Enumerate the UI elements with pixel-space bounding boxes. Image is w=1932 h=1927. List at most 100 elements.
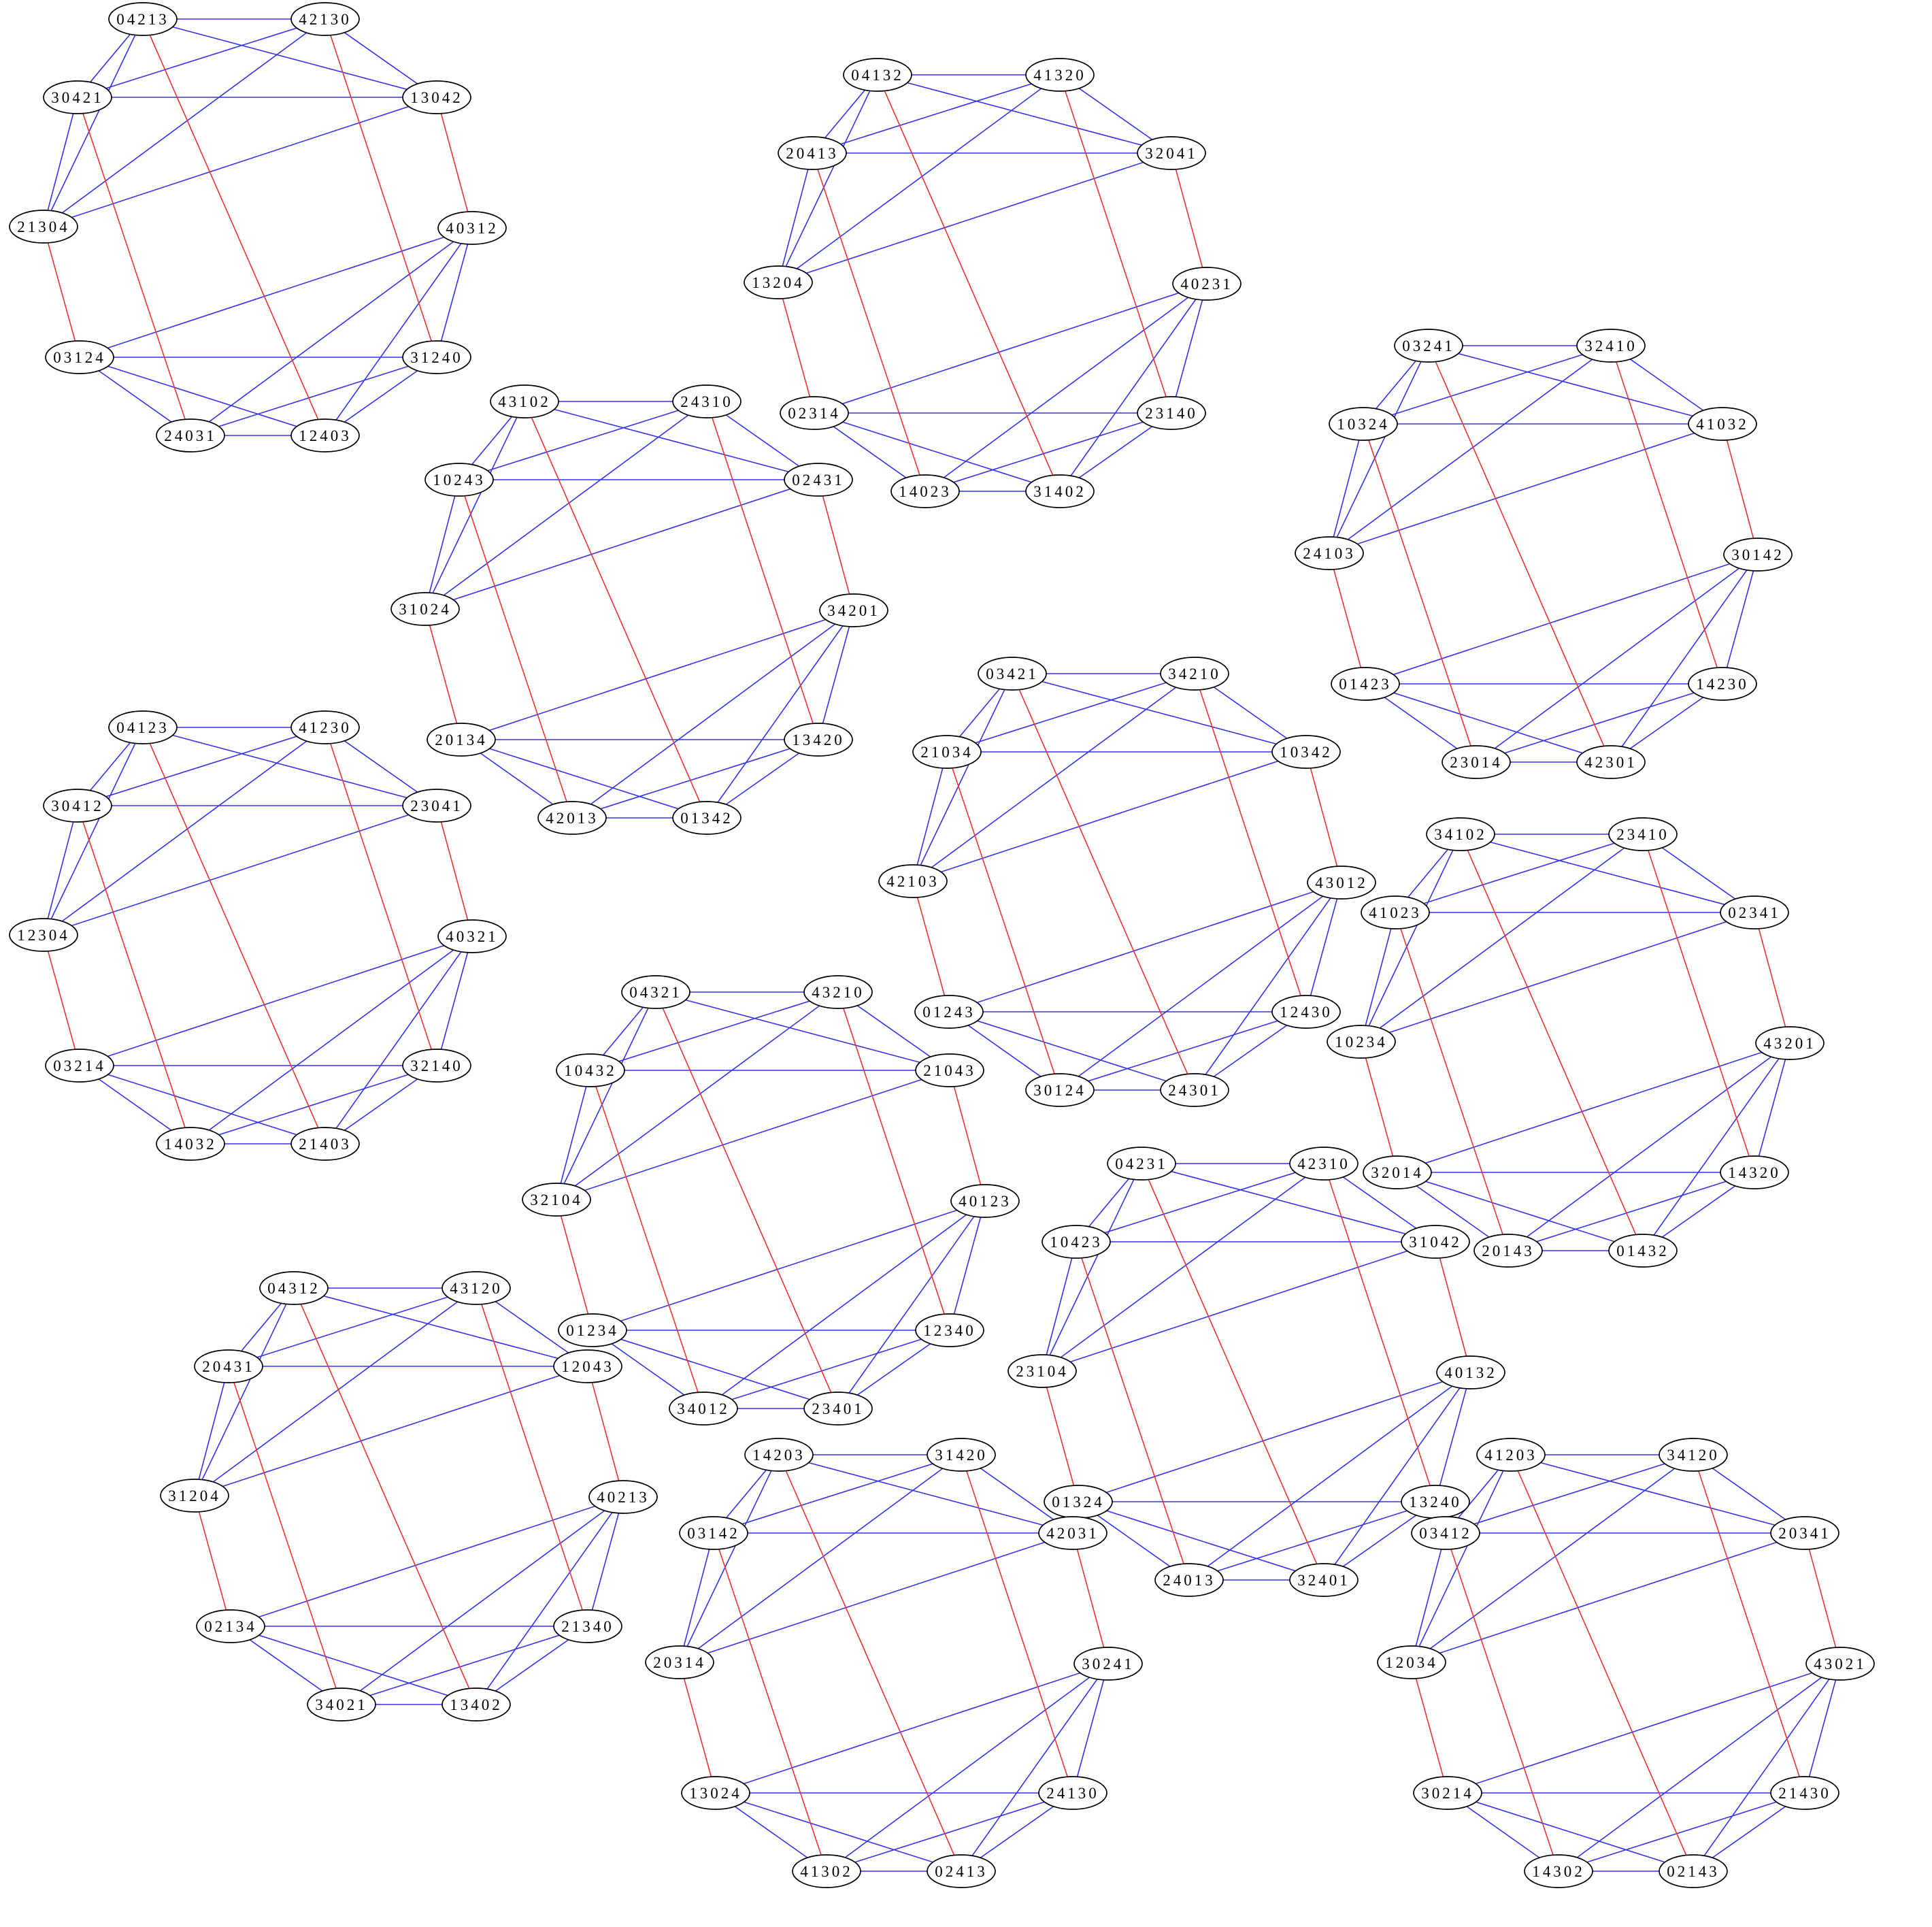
node-label: 04123 [116, 719, 169, 736]
red-edge [1072, 1532, 1109, 1664]
graph-node: 43102 [490, 384, 559, 418]
graph-node: 10423 [1042, 1225, 1111, 1259]
node-ellipse [1160, 657, 1229, 691]
node-ellipse [437, 919, 507, 953]
node-label: 04321 [629, 984, 682, 1001]
node-ellipse [307, 1687, 376, 1722]
node-label: 03421 [986, 665, 1039, 682]
node-ellipse [681, 1776, 750, 1810]
node-label: 10423 [1050, 1234, 1103, 1251]
red-edge [912, 880, 950, 1012]
blue-edge [1042, 1163, 1142, 1372]
graph-node: 04123 [108, 710, 178, 744]
node-label: 32014 [1371, 1164, 1424, 1181]
blue-edge [826, 1663, 1109, 1872]
node-label: 02413 [935, 1863, 988, 1880]
node-label: 14023 [899, 483, 952, 500]
node-label: 34120 [1667, 1447, 1720, 1464]
node-label: 20134 [435, 731, 488, 748]
node-ellipse [1659, 1438, 1728, 1472]
graph-node: 40123 [950, 1184, 1020, 1218]
red-edge [949, 1070, 986, 1202]
node-ellipse [1608, 1234, 1678, 1268]
graph-node: 24130 [1038, 1776, 1107, 1810]
node-ellipse [1172, 267, 1242, 301]
graph-node: 40321 [437, 919, 507, 953]
node-ellipse [1271, 735, 1341, 769]
graph-node: 03142 [679, 1516, 748, 1550]
blue-edge [556, 1070, 591, 1200]
node-ellipse [1073, 1647, 1143, 1681]
blue-edge [1361, 912, 1755, 1042]
red-edge [43, 934, 80, 1066]
blue-edge [592, 1200, 986, 1331]
node-label: 04132 [851, 67, 904, 84]
graph-node: 20143 [1473, 1234, 1543, 1268]
node-ellipse [1473, 1234, 1543, 1268]
graph-node: 42301 [1576, 745, 1646, 779]
graph-node: 01324 [1044, 1485, 1113, 1519]
node-label: 20413 [786, 145, 839, 162]
graph-node: 43012 [1307, 866, 1376, 900]
blue-edge [814, 283, 1208, 414]
blue-edge [324, 227, 473, 436]
blue-edge [1361, 834, 1644, 1042]
node-label: 41023 [1369, 904, 1422, 921]
node-label: 01423 [1339, 676, 1392, 693]
node-ellipse [1411, 1516, 1480, 1550]
node-label: 01234 [566, 1322, 619, 1339]
node-label: 04213 [116, 11, 169, 28]
blue-edge [1411, 1454, 1512, 1663]
blue-edge [948, 882, 1342, 1012]
node-ellipse [259, 1271, 329, 1305]
node-label: 13402 [450, 1696, 503, 1713]
graph-node: 40213 [588, 1480, 658, 1514]
red-edge [818, 479, 854, 611]
node-label: 13240 [1409, 1494, 1462, 1511]
graph-node: 20341 [1770, 1516, 1839, 1550]
node-label: 24301 [1168, 1082, 1221, 1099]
node-ellipse [1137, 396, 1206, 430]
blue-edge [1435, 1372, 1471, 1502]
node-label: 20431 [202, 1358, 255, 1375]
graph-node: 41032 [1688, 407, 1757, 441]
node-ellipse [927, 1438, 996, 1472]
red-edge [1171, 152, 1208, 284]
node-label: 14203 [752, 1447, 805, 1464]
blue-edge [324, 936, 473, 1144]
node-label: 41230 [299, 719, 352, 736]
node-ellipse [1413, 1776, 1482, 1810]
red-edge [655, 991, 839, 1409]
red-edge [1435, 1241, 1471, 1373]
red-edge [142, 18, 326, 436]
node-ellipse [915, 1313, 984, 1347]
blue-edge [1141, 1163, 1436, 1242]
node-ellipse [1688, 407, 1757, 441]
node-label: 23041 [410, 797, 463, 814]
graph-node: 32104 [522, 1183, 591, 1217]
blue-edge [1078, 1501, 1325, 1581]
node-ellipse [160, 1479, 229, 1513]
blue-edge [814, 412, 1061, 492]
node-label: 14230 [1696, 676, 1749, 693]
node-label: 40132 [1444, 1364, 1497, 1381]
node-label: 31024 [399, 601, 452, 618]
node-label: 30124 [1033, 1082, 1086, 1099]
node-ellipse [1307, 866, 1376, 900]
blue-edge [1059, 882, 1342, 1091]
graph-node: 40132 [1436, 1355, 1505, 1389]
node-ellipse [1363, 1155, 1432, 1189]
node-ellipse [156, 1127, 225, 1161]
node-label: 20143 [1482, 1242, 1535, 1259]
node-label: 23014 [1450, 754, 1503, 771]
graph-node: 14032 [156, 1127, 225, 1161]
graph-node: 34210 [1160, 657, 1229, 691]
blue-edge [778, 74, 878, 283]
node-label: 42031 [1046, 1525, 1099, 1542]
node-label: 30412 [51, 797, 104, 814]
graph-node: 12043 [553, 1349, 622, 1383]
node-label: 12430 [1280, 1004, 1333, 1021]
node-ellipse [588, 1480, 658, 1514]
